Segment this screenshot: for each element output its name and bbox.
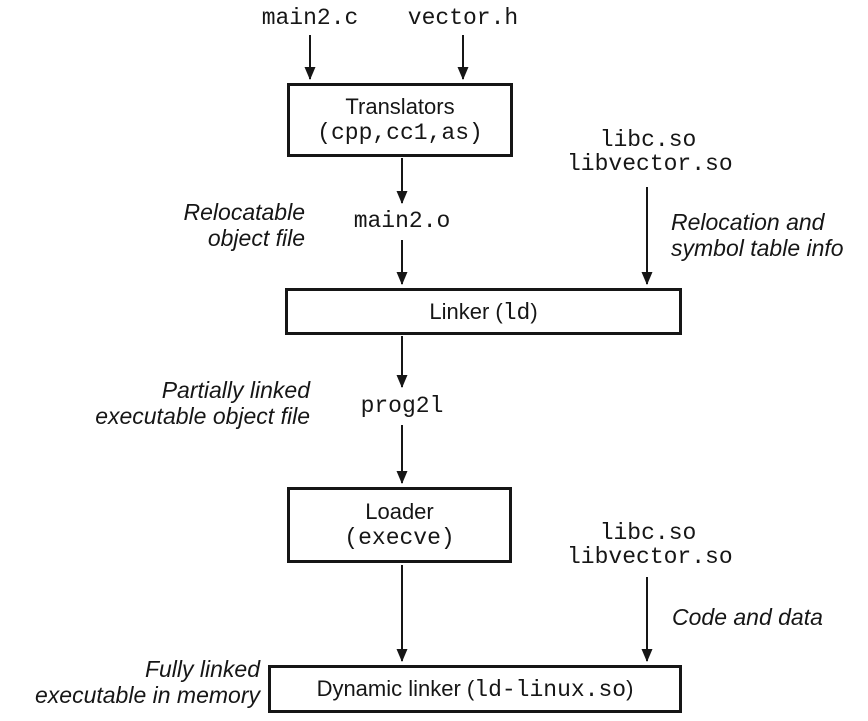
shared-libs-bottom-libc: libc.so (599, 520, 697, 546)
code-and-data-label: Code and data (672, 604, 823, 630)
dynamic-linker-command: ld-linux.so (474, 677, 627, 703)
relocation-info-line1: Relocation and (671, 209, 825, 235)
linker-box: Linker (ld) (285, 288, 682, 335)
fully-linked-line1: Fully linked (144, 656, 260, 682)
partially-linked-line1: Partially linked (161, 377, 310, 403)
label-main2-c: main2.c (261, 5, 359, 31)
dynamic-linker-suffix: ) (626, 676, 634, 701)
shared-libs-bottom-libvector: libvector.so (567, 544, 733, 570)
relocation-info-line2: symbol table info (671, 235, 844, 261)
translators-tools: (cpp,cc1,as) (317, 120, 483, 146)
linker-box-label: Linker (ld) (429, 299, 537, 325)
loader-title: Loader (365, 499, 434, 524)
partially-linked-line2: executable object file (95, 403, 310, 429)
label-prog2l: prog2l (360, 393, 444, 419)
linker-command: ld (502, 299, 531, 326)
linker-label-prefix: Linker ( (429, 298, 503, 324)
dynamic-linker-box: Dynamic linker (ld-linux.so) (268, 665, 682, 713)
translators-title: Translators (345, 94, 455, 119)
relocatable-label-line2: object file (207, 225, 305, 251)
translators-box: Translators (cpp,cc1,as) (287, 83, 513, 157)
linker-label-suffix: ) (530, 298, 538, 324)
shared-libs-top-libc: libc.so (599, 127, 697, 153)
label-main2-o: main2.o (353, 208, 451, 234)
dynamic-linker-label: Dynamic linker (ld-linux.so) (317, 676, 634, 702)
fully-linked-line2: executable in memory (35, 682, 260, 708)
loader-command: (execve) (344, 525, 455, 551)
dynamic-linker-prefix: Dynamic linker ( (316, 676, 475, 701)
loader-box: Loader (execve) (287, 487, 512, 563)
shared-libs-top-libvector: libvector.so (567, 151, 733, 177)
relocatable-label-line1: Relocatable (183, 199, 305, 225)
label-vector-h: vector.h (407, 5, 519, 31)
